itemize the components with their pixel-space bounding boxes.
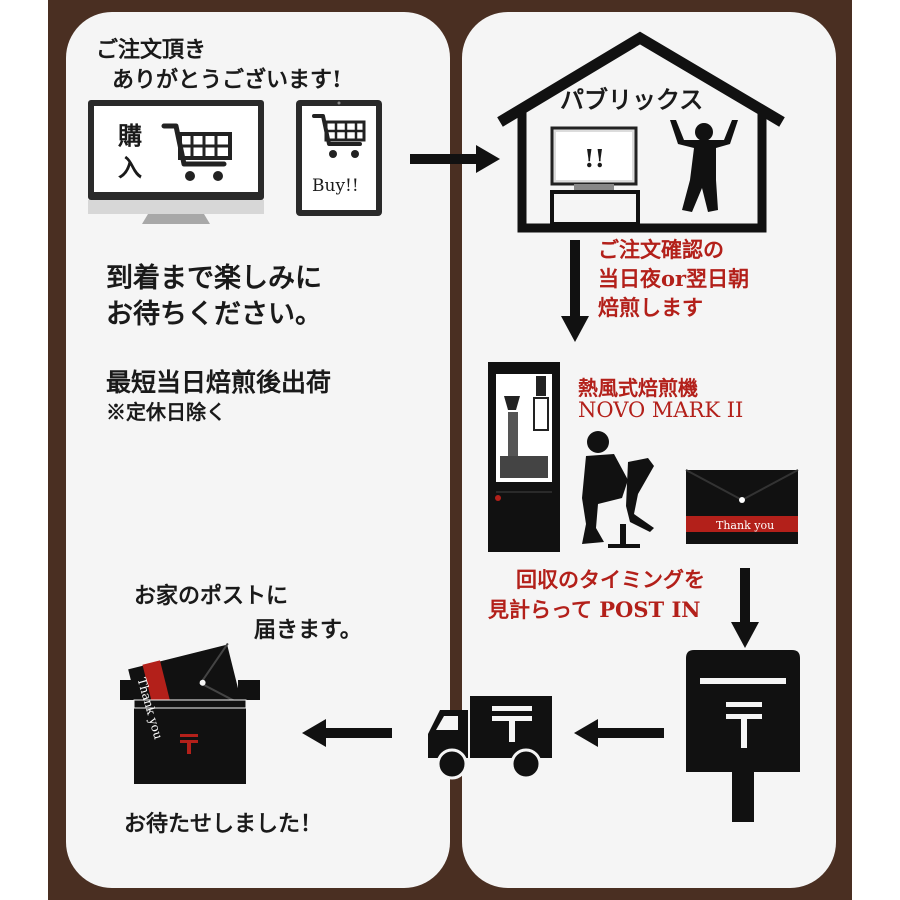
arrive-line1: お家のポストに	[134, 583, 289, 609]
wait-line2: お待ちください。	[106, 299, 322, 330]
shopping-cart-icon	[312, 114, 366, 158]
mailbox-icon	[686, 650, 800, 822]
order-thanks-line2: ありがとうございます!	[112, 67, 342, 93]
sitting-person-icon	[582, 431, 654, 548]
confirm-line3: 焙煎します	[598, 295, 703, 320]
envelope-icon	[685, 469, 799, 544]
delivered-thanks-line: お待たせしました！	[124, 811, 323, 837]
shopping-cart-icon	[161, 123, 232, 181]
roasting-machine-icon	[488, 362, 560, 552]
arrow-down	[561, 240, 589, 342]
timing-line1: 回収のタイミングを	[516, 567, 705, 592]
confirm-line1: ご注文確認の	[598, 237, 724, 262]
screen-text: !!	[584, 144, 606, 173]
arrow-left	[302, 719, 392, 747]
arrow-left	[574, 719, 664, 747]
house-label: パブリックス	[560, 85, 704, 114]
wait-line1: 到着まで楽しみに	[106, 263, 322, 294]
arrow-down	[731, 568, 759, 648]
machine-line1: 熱風式焙煎機	[578, 376, 698, 400]
timing-line2: 見計らって POST IN	[488, 597, 701, 622]
monitor-label: 購 入	[118, 121, 142, 182]
home-mailbox-icon	[120, 642, 260, 784]
tablet-label: Buy!!	[312, 176, 359, 196]
holiday-note: ※定休日除く	[106, 400, 226, 424]
cheering-person-icon	[670, 120, 738, 212]
order-thanks-line1: ご注文頂き	[96, 37, 207, 63]
computer-icon	[550, 126, 640, 226]
house-icon	[497, 31, 785, 233]
confirm-line2: 当日夜or翌日朝	[598, 266, 750, 291]
ship-line: 最短当日焙煎後出荷	[106, 368, 332, 397]
machine-line2: NOVO MARK II	[578, 398, 744, 422]
postal-mark-icon	[726, 702, 762, 748]
envelope-label: Thank you	[716, 519, 775, 532]
delivery-truck-icon	[428, 696, 552, 780]
arrow-right	[410, 145, 500, 173]
arrive-line2: 届きます。	[254, 617, 362, 643]
